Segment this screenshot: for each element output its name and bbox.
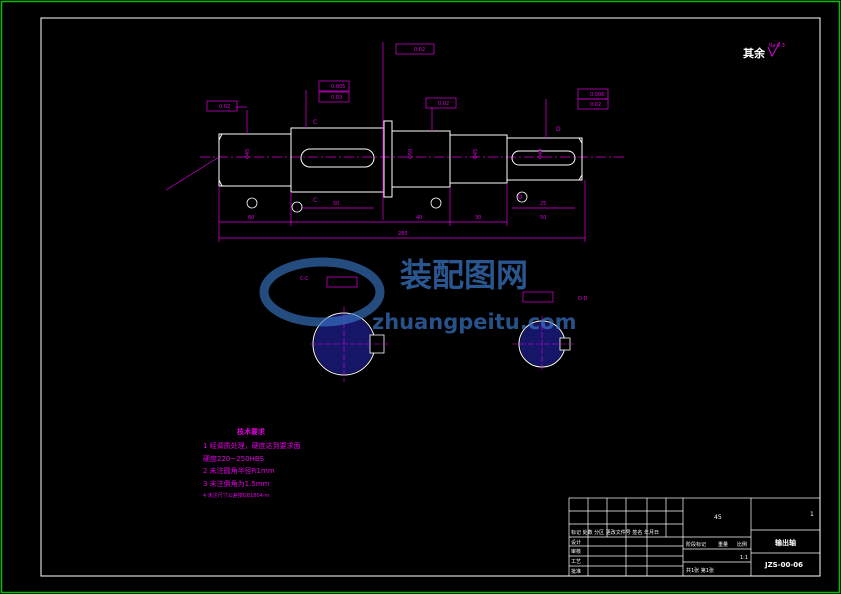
title-block-text: 标记 处数 分区 更改文件号 签名 年月日 设计 审核 工艺 批准 阶段标记 重… [571, 529, 748, 575]
svg-text:zhuangpeitu.com: zhuangpeitu.com [372, 310, 576, 334]
section-view-d [512, 316, 576, 372]
section-marker: C C D D [313, 119, 561, 204]
roughness-symbol-icon: Ra 6.3 [767, 41, 785, 58]
datum-marker [246, 191, 528, 213]
svg-text:0.02: 0.02 [414, 47, 425, 53]
svg-text:批准: 批准 [571, 568, 581, 575]
logo-icon [259, 257, 385, 327]
title-block [568, 497, 821, 577]
svg-text:4 未注尺寸公差按GB1804-m: 4 未注尺寸公差按GB1804-m [203, 492, 270, 499]
surface-note: 其余 [743, 46, 766, 60]
svg-text:25: 25 [540, 201, 546, 207]
diameter-label: Φ45 Φ50 Φ45 Φ40 [245, 149, 544, 159]
quantity: 1 [810, 511, 814, 518]
tolerance-frame [326, 276, 358, 288]
svg-text:50: 50 [540, 215, 546, 221]
tech-requirements: 技术要求 1 经调质处理，硬度达到要求面 硬度220~250HBS 2 未注圆角… [203, 427, 301, 499]
svg-text:40: 40 [416, 215, 422, 221]
section-title: C-C [300, 276, 309, 282]
section-view-c [310, 306, 390, 382]
watermark: 装配图网 zhuangpeitu.com [259, 256, 576, 334]
svg-text:0.02: 0.02 [219, 104, 230, 110]
svg-text:装配图网: 装配图网 [400, 256, 528, 294]
svg-text:设计: 设计 [571, 539, 581, 546]
svg-text:60: 60 [248, 215, 254, 221]
svg-text:Ra 6.3: Ra 6.3 [769, 43, 785, 49]
part-name: 输出轴 [775, 538, 796, 547]
svg-text:0.006: 0.006 [590, 92, 604, 98]
svg-text:0.03: 0.03 [331, 95, 342, 101]
svg-text:Φ50: Φ50 [408, 149, 414, 159]
dimension-value: 60 50 40 30 25 50 280 [248, 201, 546, 237]
svg-text:硬度220~250HBS: 硬度220~250HBS [203, 454, 265, 463]
svg-text:Φ40: Φ40 [538, 149, 544, 159]
shaft-body [200, 120, 625, 198]
svg-text:技术要求: 技术要求 [237, 427, 266, 436]
svg-text:比例: 比例 [737, 541, 747, 548]
svg-text:标记 处数 分区 更改文件号 签名 年月日: 标记 处数 分区 更改文件号 签名 年月日 [571, 529, 659, 536]
svg-text:Φ45: Φ45 [473, 149, 479, 159]
svg-text:0.005: 0.005 [331, 84, 345, 90]
section-title: D-D [578, 296, 588, 302]
svg-text:工艺: 工艺 [571, 559, 581, 565]
drawing-number: JZS-00-06 [764, 561, 803, 569]
svg-text:280: 280 [398, 231, 408, 237]
svg-text:0.02: 0.02 [590, 102, 601, 108]
svg-text:C: C [313, 119, 317, 126]
svg-text:30: 30 [475, 215, 481, 221]
svg-text:0.02: 0.02 [438, 101, 449, 107]
shaft-dimensions [165, 42, 586, 242]
svg-text:审核: 审核 [571, 548, 581, 555]
svg-text:50: 50 [333, 201, 339, 207]
svg-text:D: D [518, 194, 523, 201]
drawing-frame [40, 17, 821, 577]
svg-text:共1张 第1张: 共1张 第1张 [686, 567, 714, 574]
svg-text:1:1: 1:1 [740, 555, 748, 561]
svg-text:3 未注倒角为1.5mm: 3 未注倒角为1.5mm [203, 479, 270, 488]
svg-text:D: D [556, 126, 561, 133]
tolerance-frame [522, 291, 554, 303]
material: 45 [714, 514, 722, 521]
svg-text:重量: 重量 [718, 541, 728, 548]
svg-text:1 经调质处理，硬度达到要求面: 1 经调质处理，硬度达到要求面 [203, 441, 301, 450]
svg-text:阶段标记: 阶段标记 [686, 541, 706, 548]
tolerance-value: 0.02 0.005 0.03 0.02 0.02 0.006 0.02 [219, 47, 604, 110]
svg-text:C: C [313, 197, 317, 204]
svg-text:Φ45: Φ45 [245, 149, 251, 159]
svg-text:2 未注圆角半径R1mm: 2 未注圆角半径R1mm [203, 466, 275, 475]
tolerance-frame [206, 43, 609, 112]
